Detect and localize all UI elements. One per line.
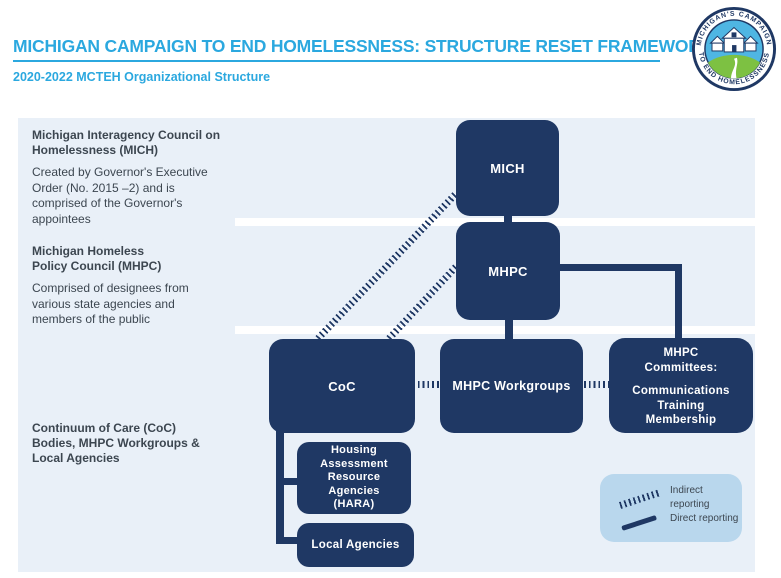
org-chart: Michigan Interagency Council on Homeless…: [18, 118, 755, 572]
connector-mhpc-committees-vertical: [675, 264, 682, 340]
description-heading: Michigan Homeless: [32, 244, 145, 258]
node-hara: Housing Assessment Resource Agencies (HA…: [297, 442, 411, 514]
description-heading: Policy Council (MHPC): [32, 259, 162, 273]
indirect-line-coc-workgroups: [413, 381, 439, 388]
description-body: Comprised of designees from: [32, 281, 189, 295]
indirect-line-workgroups-committees: [584, 381, 609, 388]
description-body: Order (No. 2015 –2) and is: [32, 180, 175, 195]
description-heading: Homelessness (MICH): [32, 143, 159, 157]
connector-mhpc-workgroups: [505, 318, 513, 342]
hara-line: Housing: [330, 444, 378, 457]
title-underline: [13, 60, 660, 62]
node-coc: CoC: [269, 339, 415, 433]
page-title: MICHIGAN CAMPAIGN TO END HOMELESSNESS: S…: [13, 36, 714, 56]
committee-item: Membership: [645, 414, 717, 426]
row-divider-2: [235, 326, 755, 334]
description-heading: Michigan Interagency Council on: [32, 128, 221, 142]
description-mhpc: Michigan Homeless Policy Council (MHPC) …: [32, 244, 238, 328]
connector-coc-local: [276, 537, 300, 544]
campaign-logo-icon: MICHIGAN'S CAMPAIGN TO END HOMELESSNESS: [691, 6, 777, 92]
legend-indirect-label: Indirect reporting: [670, 485, 710, 510]
legend-direct-line-icon: [621, 514, 658, 531]
connector-mich-mhpc: [504, 212, 512, 226]
node-mhpc: MHPC: [456, 222, 560, 320]
description-heading: Bodies, MHPC Workgroups &: [32, 436, 200, 450]
connector-coc-hara: [276, 478, 300, 485]
page-subtitle: 2020-2022 MCTEH Organizational Structure: [13, 70, 271, 84]
committee-item: Communications: [632, 385, 730, 397]
committee-item: Training: [657, 399, 705, 412]
hara-line: Resource: [327, 471, 381, 484]
legend-direct-label: Direct reporting: [670, 513, 739, 524]
hara-line: Assessment: [320, 457, 388, 470]
connector-mhpc-committees-horizontal: [558, 264, 682, 271]
legend: Indirect reporting Direct reporting: [600, 474, 742, 542]
description-body: comprised of the Governor's: [32, 196, 183, 210]
description-body: appointees: [32, 211, 91, 226]
node-mhpc-committees: MHPC Committees: Communications Training…: [609, 338, 753, 433]
description-mich: Michigan Interagency Council on Homeless…: [32, 128, 238, 227]
connector-coc-branch: [276, 431, 284, 544]
description-coc: Continuum of Care (CoC) Bodies, MHPC Wor…: [32, 421, 238, 466]
description-body: members of the public: [32, 312, 151, 326]
legend-indirect-line-icon: [618, 489, 662, 509]
hara-line: Agencies: [328, 484, 380, 497]
node-local-agencies: Local Agencies: [297, 523, 414, 567]
description-heading: Local Agencies: [32, 451, 120, 465]
description-body: various state agencies and: [32, 296, 175, 311]
committees-title: MHPC: [663, 347, 699, 359]
description-heading: Continuum of Care (CoC): [32, 421, 176, 435]
node-mich: MICH: [456, 120, 559, 216]
committees-title: Committees:: [644, 361, 718, 374]
description-body: Created by Governor's Executive: [32, 165, 208, 179]
hara-line: (HARA): [333, 498, 375, 511]
node-mhpc-workgroups: MHPC Workgroups: [440, 339, 583, 433]
